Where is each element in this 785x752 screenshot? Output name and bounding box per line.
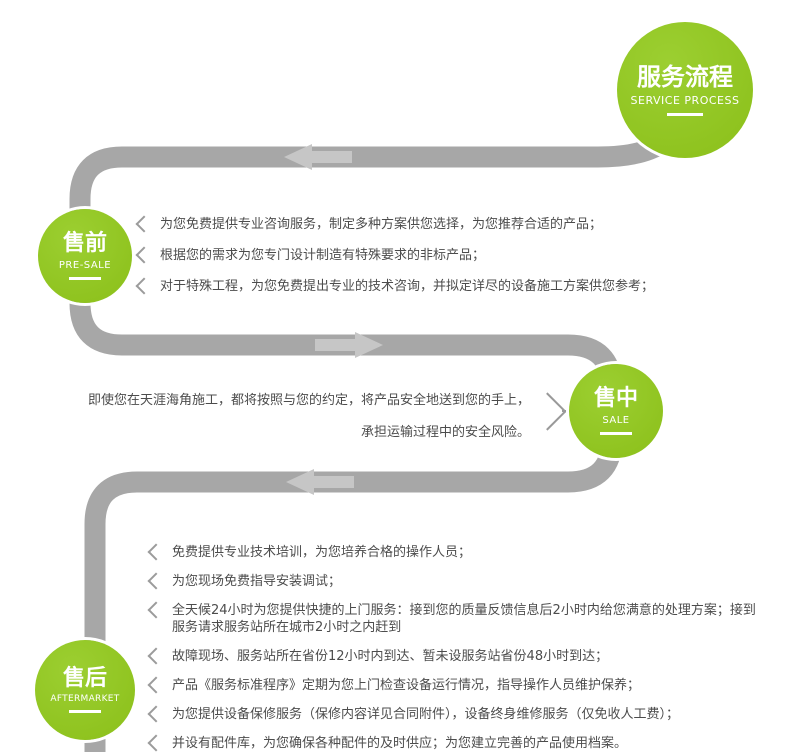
- flow-path-line: [69, 87, 697, 752]
- item-text: 产品《服务标准程序》定期为您上门检查设备运行情况，指导操作人员维护保养；: [172, 678, 641, 693]
- sale-text-block: 即使您在天涯海角施工，都将按照与您的约定，将产品安全地送到您的手上， 承担运输过…: [85, 392, 530, 456]
- angle-bullet-icon: [135, 246, 153, 264]
- list-item: 故障现场、服务站所在省份12小时内到达、暂未设服务站省份48小时到达；: [147, 647, 768, 665]
- angle-bullet-icon: [147, 543, 165, 561]
- stage-title: 售前: [62, 231, 107, 257]
- angle-bullet-icon: [147, 572, 165, 590]
- angle-bullet-icon: [135, 277, 153, 295]
- stage-underline: [69, 276, 101, 280]
- item-text: 为您现场免费指导安装调试；: [172, 574, 342, 589]
- list-item: 对于特殊工程，为您免费提出专业的技术咨询，并拟定详尽的设备施工方案供您参考；: [135, 277, 773, 295]
- stage-subtitle: PRE-SALE: [58, 259, 112, 271]
- angle-bullet-icon: [147, 676, 165, 694]
- stage-circle-aftermarket: 售后 AFTERMARKET: [35, 640, 135, 740]
- stage-underline: [600, 431, 632, 435]
- item-text: 为您免费提供专业咨询服务，制定多种方案供您选择，为您推荐合适的产品；: [160, 217, 603, 232]
- list-item: 产品《服务标准程序》定期为您上门检查设备运行情况，指导操作人员维护保养；: [147, 676, 768, 694]
- presale-item-list: 为您免费提供专业咨询服务，制定多种方案供您选择，为您推荐合适的产品； 根据您的需…: [135, 215, 773, 309]
- angle-bullet-icon: [147, 647, 165, 665]
- angle-bullet-icon: [147, 734, 165, 752]
- item-text: 全天候24小时为您提供快捷的上门服务：接到您的质量反馈信息后2小时内给您满意的处…: [172, 603, 756, 635]
- list-item: 并设有配件库，为您确保各种配件的及时供应；为您建立完善的产品使用档案。: [147, 734, 768, 752]
- angle-bullet-icon: [147, 601, 165, 619]
- stage-circle-sale: 售中 SALE: [569, 364, 663, 458]
- angle-bullet-icon: [147, 705, 165, 723]
- item-text: 故障现场、服务站所在省份12小时内到达、暂未设服务站省份48小时到达；: [172, 649, 609, 664]
- stage-title: 售中: [593, 386, 638, 412]
- list-item: 免费提供专业技术培训，为您培养合格的操作人员；: [147, 543, 768, 561]
- item-text: 根据您的需求为您专门设计制造有特殊要求的非标产品；: [160, 248, 486, 263]
- item-text: 并设有配件库，为您确保各种配件的及时供应；为您建立完善的产品使用档案。: [172, 736, 628, 751]
- stage-circle-presale: 售前 PRE-SALE: [38, 209, 132, 303]
- badge-title: 服务流程: [637, 63, 733, 92]
- item-text: 为您提供设备保修服务（保修内容详见合同附件），设备终身维修服务（仅免收人工费）；: [172, 707, 680, 722]
- sale-text-line: 承担运输过程中的安全风险。: [360, 425, 530, 440]
- list-item: 全天候24小时为您提供快捷的上门服务：接到您的质量反馈信息后2小时内给您满意的处…: [147, 601, 768, 636]
- angle-bullet-icon: [135, 215, 153, 233]
- arrow-left-top-icon: [284, 144, 352, 170]
- stage-subtitle: AFTERMARKET: [50, 694, 120, 705]
- list-item: 根据您的需求为您专门设计制造有特殊要求的非标产品；: [135, 246, 773, 264]
- badge-subtitle: SERVICE PROCESS: [630, 93, 740, 107]
- sale-text-line: 即使您在天涯海角施工，都将按照与您的约定，将产品安全地送到您的手上，: [87, 393, 530, 408]
- list-item: 为您提供设备保修服务（保修内容详见合同附件），设备终身维修服务（仅免收人工费）；: [147, 705, 768, 723]
- stage-underline: [69, 710, 101, 714]
- arrow-right-middle-icon: [315, 332, 383, 358]
- aftermarket-item-list: 免费提供专业技术培训，为您培养合格的操作人员； 为您现场免费指导安装调试； 全天…: [147, 543, 768, 752]
- service-process-badge: 服务流程 SERVICE PROCESS: [617, 22, 753, 158]
- stage-subtitle: SALE: [602, 414, 630, 426]
- stage-title: 售后: [62, 665, 107, 691]
- list-item: 为您现场免费指导安装调试；: [147, 572, 768, 590]
- list-item: 为您免费提供专业咨询服务，制定多种方案供您选择，为您推荐合适的产品；: [135, 215, 773, 233]
- arrow-left-bottom-icon: [286, 469, 354, 495]
- badge-underline: [667, 112, 703, 116]
- item-text: 免费提供专业技术培训，为您培养合格的操作人员；: [172, 545, 472, 560]
- item-text: 对于特殊工程，为您免费提出专业的技术咨询，并拟定详尽的设备施工方案供您参考；: [160, 279, 655, 294]
